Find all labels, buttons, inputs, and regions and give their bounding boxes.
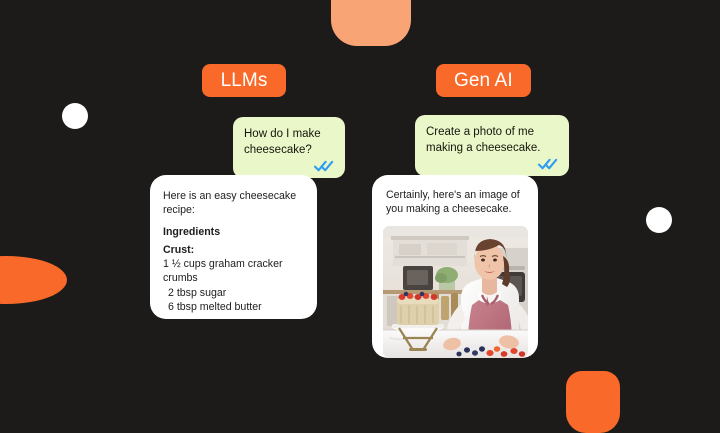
right-white-dot	[646, 207, 672, 233]
badge-llms: LLMs	[202, 64, 286, 97]
left-orange-ellipse	[0, 256, 67, 304]
read-receipt-llms	[244, 160, 334, 172]
user-message-bubble-llms: How do I make cheesecake?	[233, 117, 345, 178]
user-message-text-gen-ai: Create a photo of me making a cheesecake…	[426, 126, 541, 155]
bottom-orange-shape	[566, 371, 620, 433]
recipe-intro: Here is an easy cheesecake recipe:	[163, 190, 297, 217]
recipe-ingredient-item: 2 tbsp sugar	[168, 286, 227, 299]
recipe-body: Here is an easy cheesecake recipe: Ingre…	[163, 189, 304, 314]
badge-gen-ai-label: Gen AI	[454, 69, 513, 91]
response-text-gen-ai: Certainly, here's an image of you making…	[386, 189, 520, 216]
canvas: LLMs How do I make cheesecake? Here is a…	[0, 0, 672, 433]
recipe-heading-ingredients: Ingredients	[163, 225, 221, 238]
badge-gen-ai: Gen AI	[436, 64, 531, 97]
user-message-bubble-gen-ai: Create a photo of me making a cheesecake…	[415, 115, 569, 176]
recipe-ingredient-item: 1 ½ cups graham cracker crumbs	[163, 258, 283, 285]
user-message-text-llms: How do I make cheesecake?	[244, 128, 321, 157]
read-receipt-gen-ai	[426, 158, 558, 170]
badge-llms-label: LLMs	[220, 69, 268, 91]
recipe-subheading-crust: Crust:	[163, 243, 195, 256]
response-card-llms: Here is an easy cheesecake recipe: Ingre…	[150, 175, 317, 319]
left-white-dot	[62, 103, 88, 129]
top-peach-shape	[331, 0, 411, 46]
response-card-gen-ai: Certainly, here's an image of you making…	[372, 175, 538, 358]
recipe-ingredient-item: 6 tbsp melted butter	[168, 301, 262, 314]
generated-photo	[383, 225, 528, 358]
